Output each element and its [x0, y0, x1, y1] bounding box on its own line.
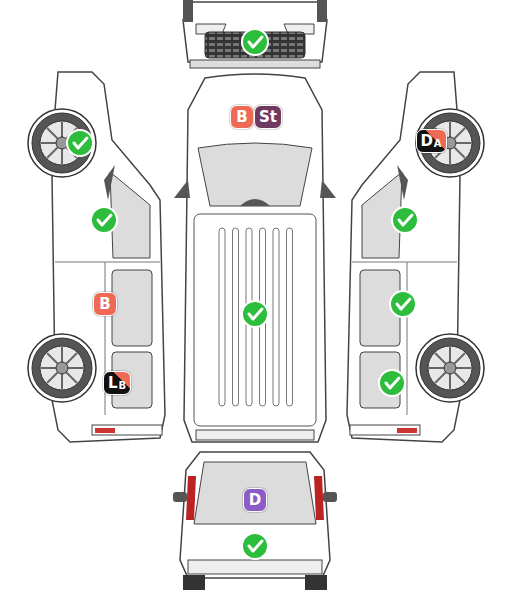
- damage-badge: B: [230, 105, 254, 129]
- damage-badge: LB: [103, 371, 131, 395]
- badge-letter: D: [249, 493, 261, 508]
- damage-badge: B: [93, 292, 117, 316]
- damage-badge: DA: [416, 129, 447, 153]
- roof-rib: [219, 228, 225, 406]
- damage-badge: D: [243, 488, 267, 512]
- badge-subscript: A: [434, 139, 442, 149]
- badge-letter: B: [99, 297, 110, 312]
- roof-rib: [287, 228, 293, 406]
- damage-badge: St: [254, 105, 282, 129]
- roof-rib: [273, 228, 279, 406]
- badge-letter: B: [236, 110, 247, 125]
- badge-letter: L: [108, 376, 118, 391]
- badge-subscript: B: [118, 381, 126, 391]
- badge-letter: D: [420, 134, 432, 149]
- roof-rib: [233, 228, 239, 406]
- badge-letter: St: [259, 110, 277, 125]
